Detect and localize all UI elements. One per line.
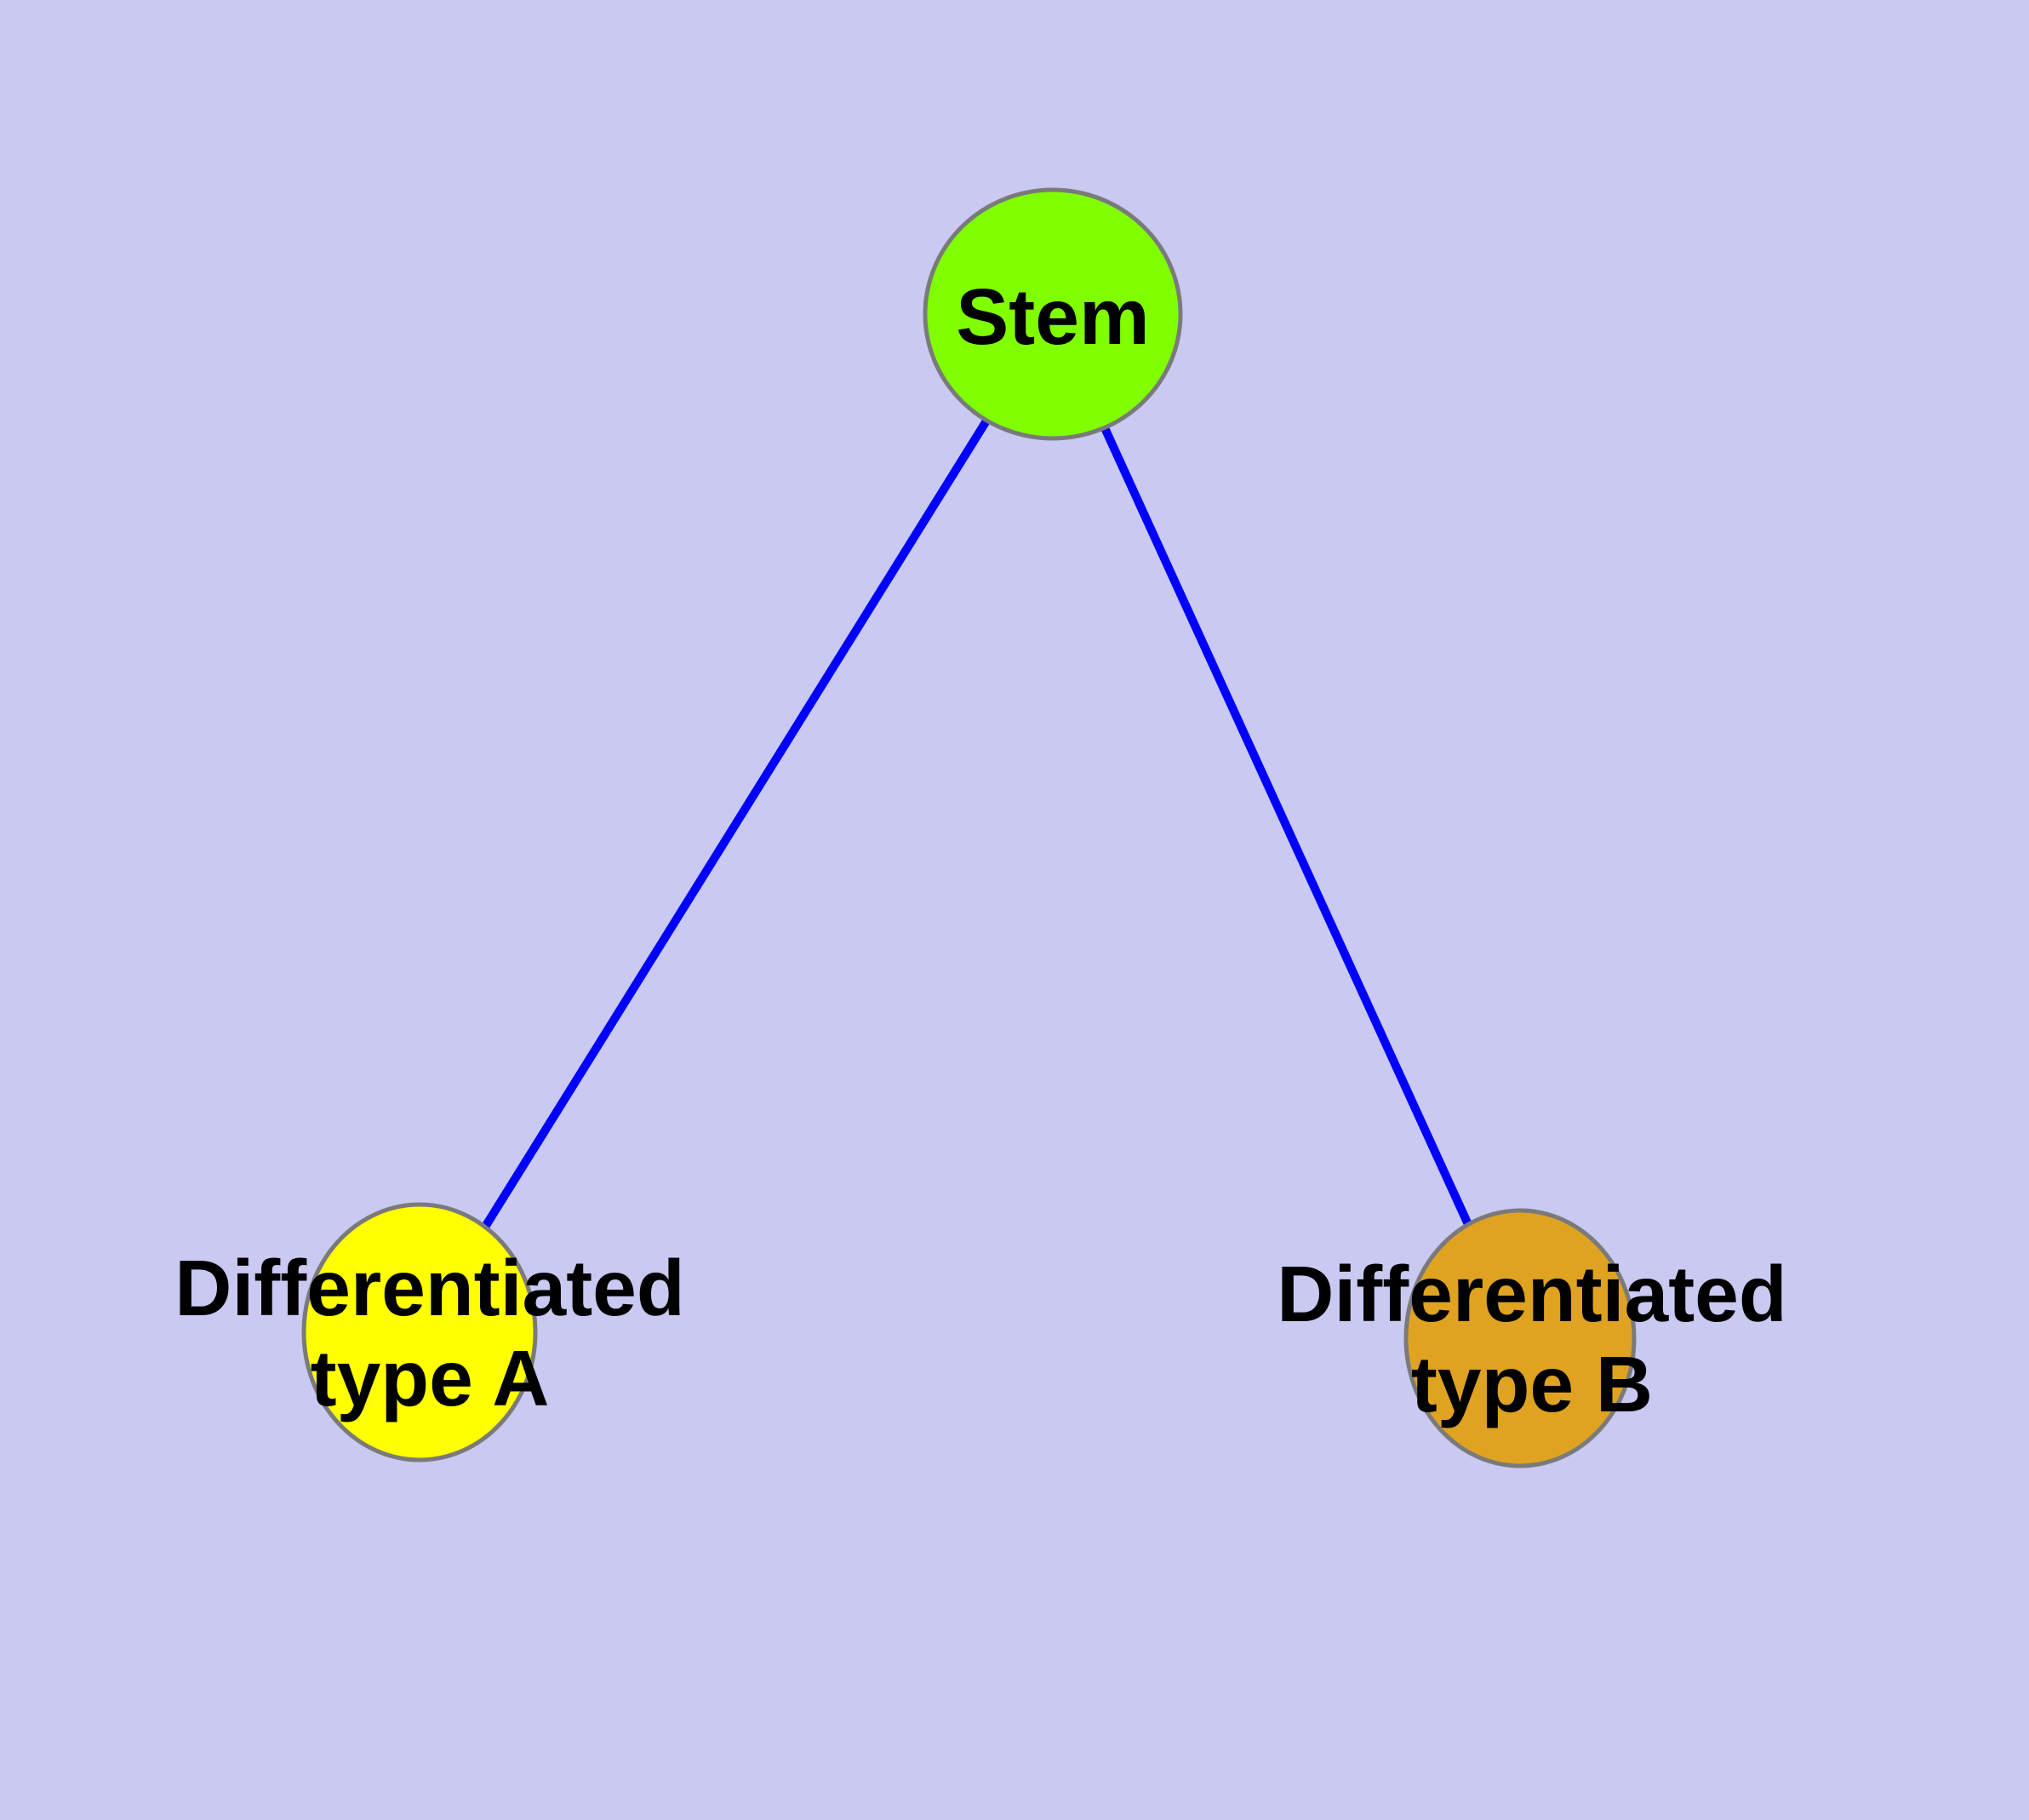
edge-stem-to-type-a: [415, 312, 1057, 1335]
node-stem-label: Stem: [956, 272, 1149, 361]
node-stem-shape: [923, 187, 1183, 441]
node-type-b-label-line1: Differentiated: [1277, 1250, 1786, 1338]
edge-stem-to-type-b: [1049, 312, 1524, 1341]
node-type-a-label-line1: Differentiated: [174, 1244, 684, 1332]
node-type-a-label-line2: type A: [311, 1334, 550, 1422]
node-type-b-label-line2: type B: [1411, 1340, 1653, 1428]
node-type-a-shape: [301, 1202, 538, 1462]
node-type-b-shape: [1403, 1208, 1637, 1468]
